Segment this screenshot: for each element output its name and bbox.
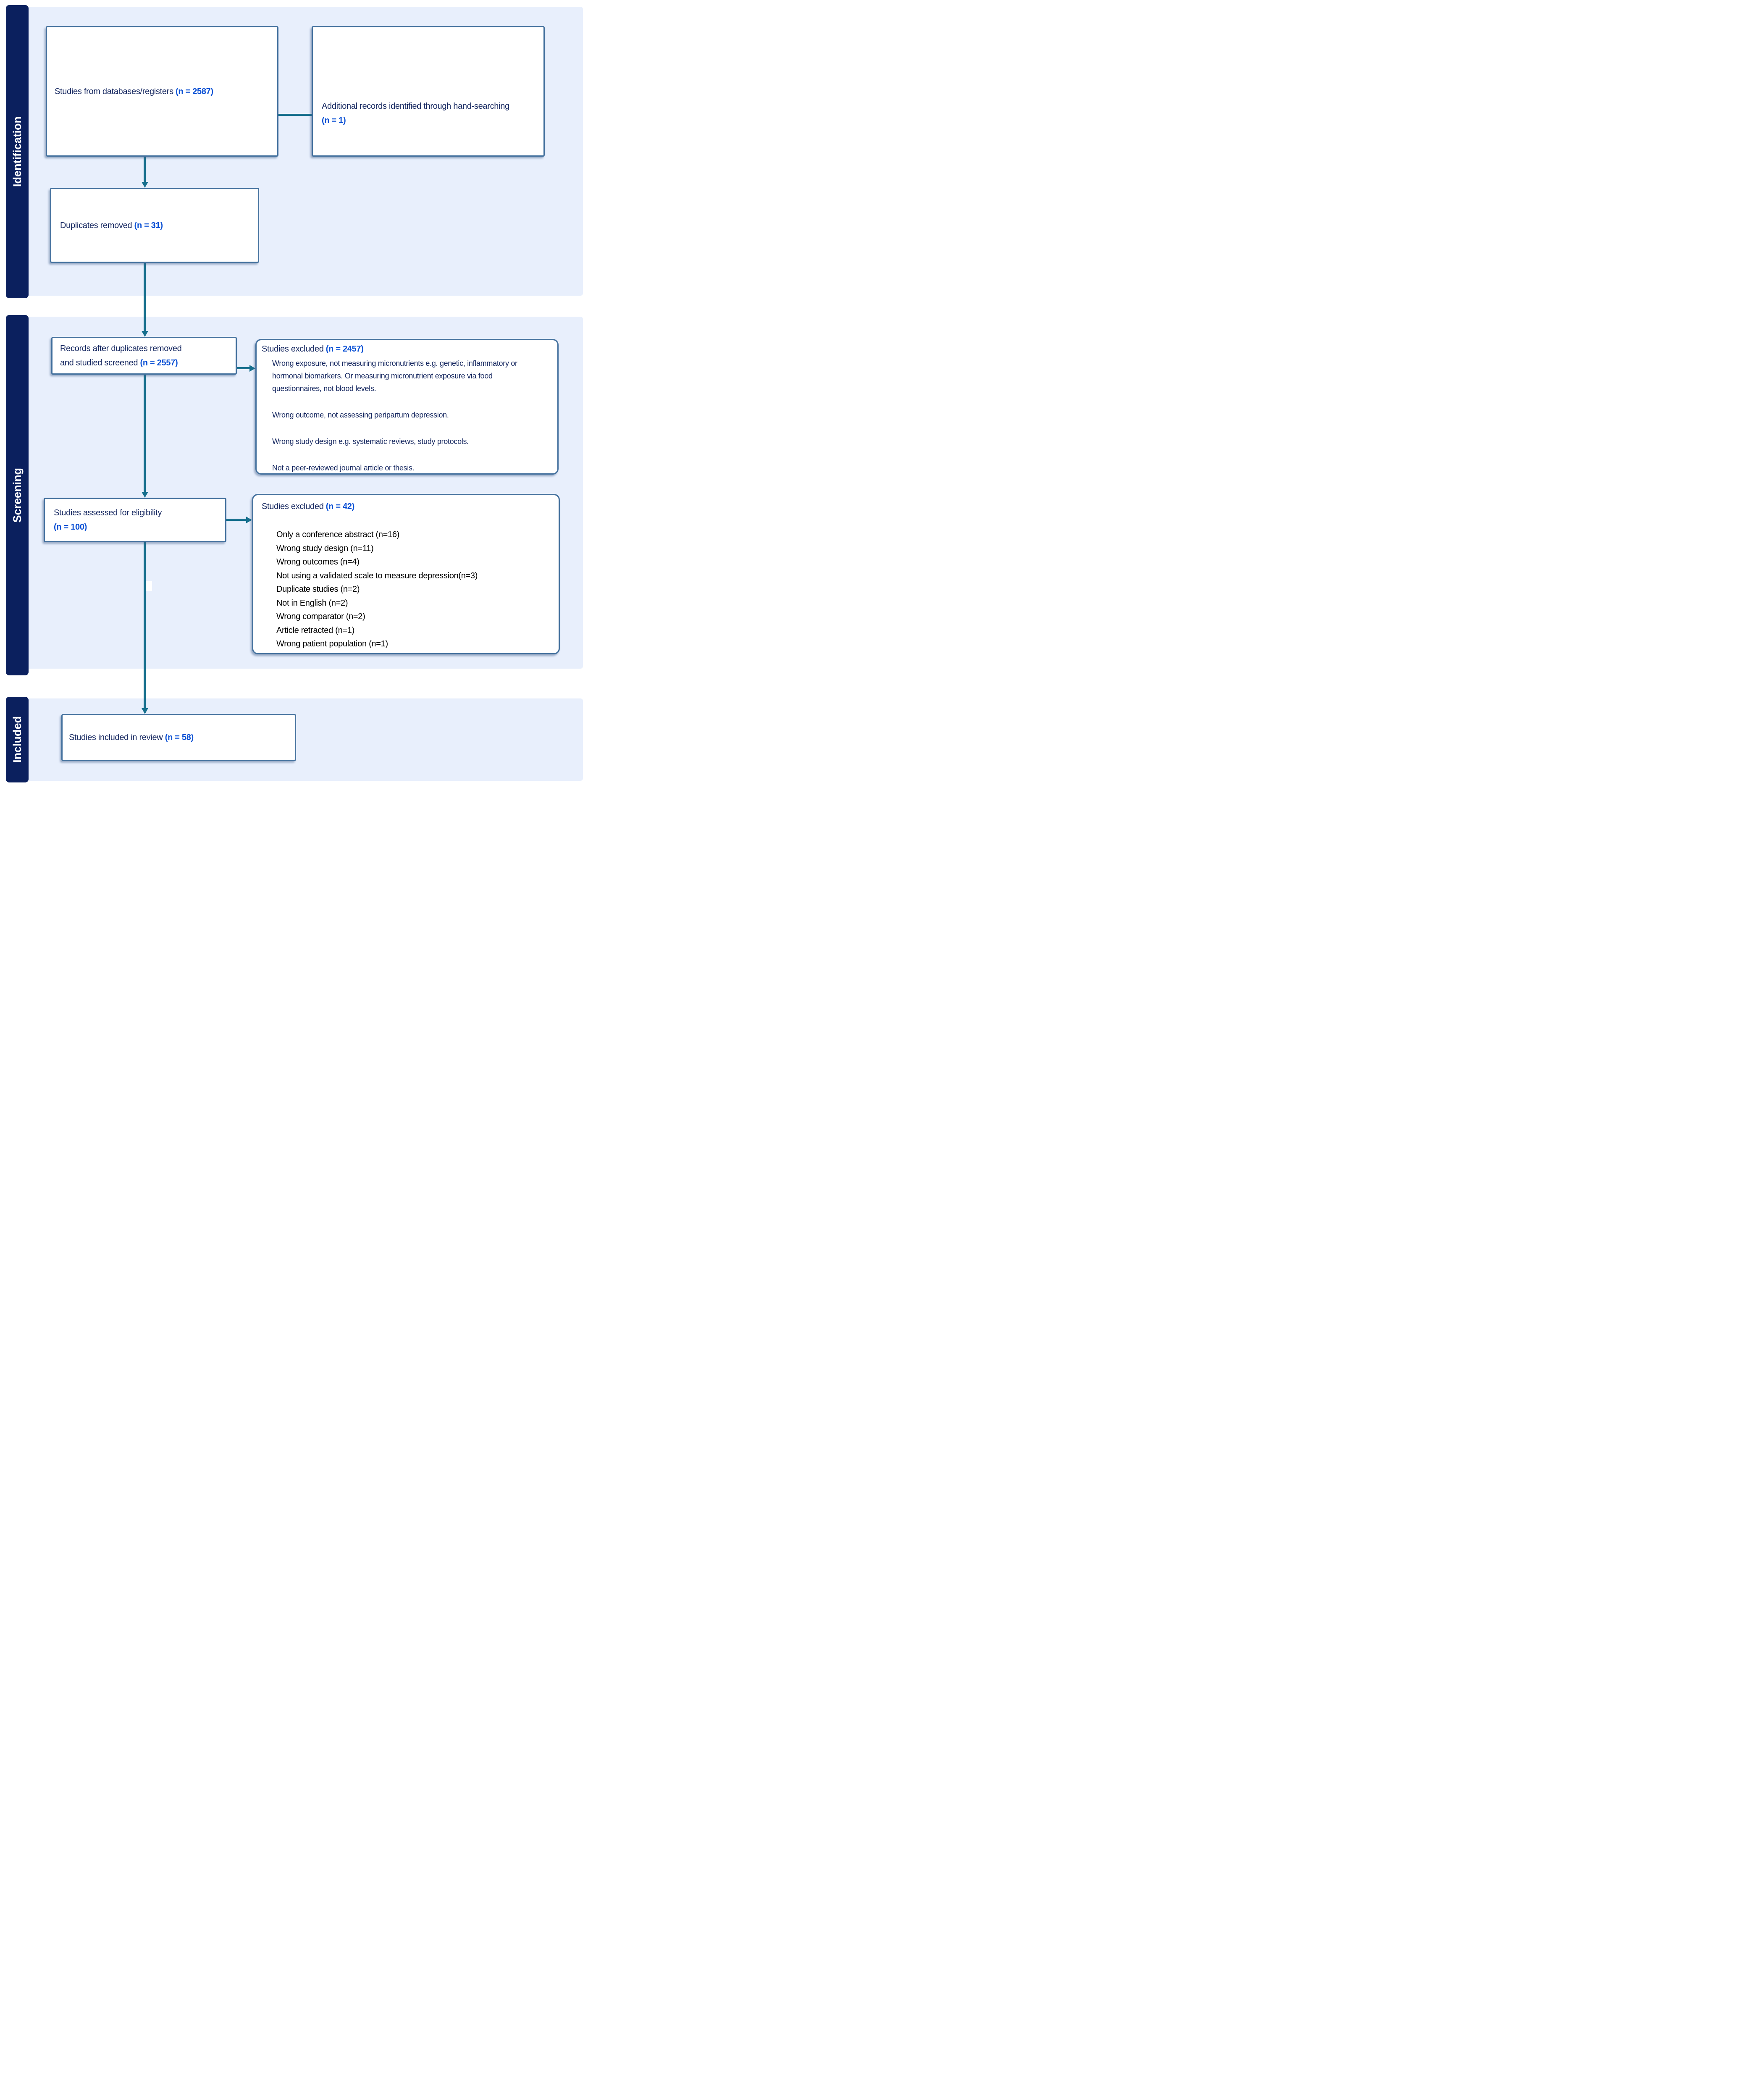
exclusion-item: Article retracted (n=1) (276, 625, 354, 635)
box-excluded-screening: Studies excluded (n = 2457) Wrong exposu… (255, 339, 559, 475)
exclusion-reason: Wrong study design e.g. systematic revie… (272, 437, 469, 446)
arrow-screened-eligibility-head (142, 492, 148, 498)
box-included-review-text: Studies included in review (n = 58) (69, 733, 194, 742)
box-duplicates: Duplicates removed (n = 31) (50, 188, 259, 263)
box-excluded-eligibility-title: Studies excluded (n = 42) (262, 502, 354, 511)
exclusion-reason: Wrong outcome, not assessing peripartum … (272, 411, 449, 419)
exclusion-item: Wrong patient population (n=1) (276, 639, 388, 648)
stage-label-included: Included (10, 716, 24, 763)
box-eligibility-line1: Studies assessed for eligibility (54, 508, 162, 517)
box-excluded-screening-title: Studies excluded (n = 2457) (262, 344, 364, 354)
arrow-eligibility-excluded-shaft (226, 519, 247, 521)
n-value-screened: (n = 2557) (140, 358, 178, 368)
n-value-databases: (n = 2587) (176, 87, 213, 96)
box-handsearch-text: Additional records identified through ha… (322, 102, 509, 125)
exclusion-item: Duplicate studies (n=2) (276, 585, 360, 594)
box-eligibility: Studies assessed for eligibility (n = 10… (44, 498, 226, 542)
prisma-flow-diagram: Identification Screening Included Studie… (0, 0, 588, 787)
box-eligibility-text: Studies assessed for eligibility (n = 10… (54, 506, 225, 534)
arrow-screened-excluded-head (249, 365, 255, 372)
n-value-eligibility: (n = 100) (54, 522, 87, 532)
exclusion-item: Wrong outcomes (n=4) (276, 557, 360, 567)
arrow-screened-excluded-shaft (237, 367, 250, 369)
n-value-duplicates: (n = 31) (134, 220, 163, 230)
n-value-included-review: (n = 58) (165, 733, 194, 742)
n-value-excluded-screening: (n = 2457) (326, 344, 364, 354)
stage-bar-identification: Identification (6, 5, 29, 298)
exclusion-item: Not using a validated scale to measure d… (276, 571, 478, 580)
exclusion-item: Only a conference abstract (n=16) (276, 530, 400, 539)
exclusion-item: Wrong comparator (n=2) (276, 612, 365, 621)
exclusion-item: Not in English (n=2) (276, 598, 348, 608)
box-included-review: Studies included in review (n = 58) (61, 714, 296, 761)
exclusion-reason: Wrong exposure, not measuring micronutri… (272, 359, 517, 393)
exclusion-reason: Not a peer-reviewed journal article or t… (272, 464, 415, 472)
arrow-duplicates-screened-shaft (144, 263, 146, 331)
arrow-eligibility-included-shaft (144, 542, 146, 709)
box-databases-text: Studies from databases/registers (n = 25… (55, 87, 213, 96)
box-databases: Studies from databases/registers (n = 25… (46, 26, 278, 157)
box-screened: Records after duplicates removed and stu… (51, 337, 237, 375)
box-excluded-eligibility: Studies excluded (n = 42) Only a confere… (252, 494, 560, 654)
n-value-excluded-eligibility: (n = 42) (326, 502, 354, 511)
box-handsearch: Additional records identified through ha… (312, 26, 545, 157)
box-excluded-screening-reasons: Wrong exposure, not measuring micronutri… (262, 357, 524, 474)
n-value-handsearch: (n = 1) (322, 116, 346, 125)
stage-label-screening: Screening (10, 467, 24, 523)
arrow-eligibility-included-head (142, 708, 148, 714)
arrow-databases-duplicates-shaft (144, 157, 146, 182)
white-artifact-square (146, 581, 152, 591)
arrow-duplicates-screened-head (142, 331, 148, 337)
stage-label-identification: Identification (10, 116, 24, 187)
stage-bar-screening: Screening (6, 315, 29, 675)
box-duplicates-text: Duplicates removed (n = 31) (60, 220, 163, 230)
arrow-eligibility-excluded-head (246, 517, 252, 523)
exclusion-item: Wrong study design (n=11) (276, 543, 374, 553)
stage-bar-included: Included (6, 697, 29, 782)
arrow-screened-eligibility-shaft (144, 375, 146, 492)
box-excluded-eligibility-items: Only a conference abstract (n=16) Wrong … (262, 528, 546, 651)
connector-databases-handsearch (278, 114, 312, 116)
arrow-databases-duplicates-head (142, 182, 148, 188)
box-screened-text: Records after duplicates removed and stu… (60, 344, 182, 368)
